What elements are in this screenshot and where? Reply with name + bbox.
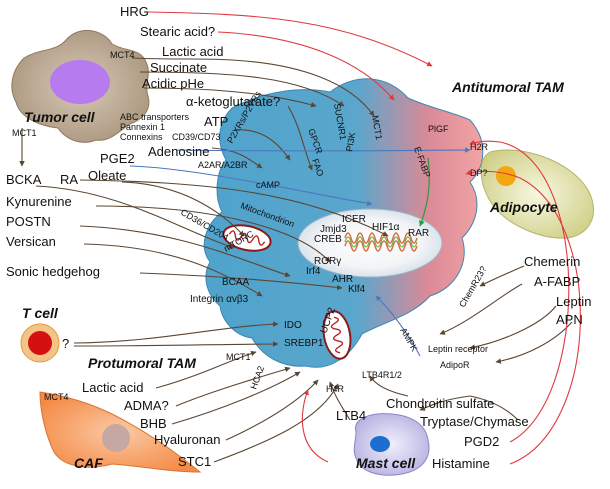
label-apn: APN (556, 312, 583, 327)
label-abc-transporters: ABC transporters (120, 112, 190, 122)
label-oleate: Oleate (88, 168, 126, 183)
tumor-arrows (19, 11, 471, 237)
label-lactic-acid: Lactic acid (162, 44, 223, 59)
label-icer: ICER (342, 214, 366, 225)
label-camp: cAMP (256, 180, 280, 190)
label-chemr23: ChemR23? (457, 265, 488, 309)
label-leptin: Leptin (556, 294, 591, 309)
label-srebp1: SREBP1 (284, 338, 324, 349)
mitochondrion-icon (222, 224, 272, 252)
label-caf-lactic-acid: Lactic acid (82, 380, 143, 395)
label-h4r: H4R (326, 384, 345, 394)
label-bcka: BCKA (6, 172, 42, 187)
mitochondrion-ucp2-icon (322, 310, 352, 360)
mast-arrows (328, 375, 519, 421)
label-creb: CREB (314, 234, 342, 245)
stroma-arrows (35, 179, 389, 347)
label-adenosine: Adenosine (148, 144, 209, 159)
label-t-cell-unknown: ? (62, 336, 69, 351)
label-bcaa: BCAA (222, 277, 250, 288)
label-pge2: PGE2 (100, 151, 135, 166)
label-mct1-tumor: MCT1 (12, 128, 37, 138)
caf-arrows (155, 350, 339, 463)
label-caf-mct4: MCT4 (44, 392, 69, 402)
chromatin-strand (344, 236, 418, 248)
label-pi3k: PI3K (344, 131, 357, 152)
label-sonic-hedgehog: Sonic hedgehog (6, 264, 100, 279)
label-caf-hyaluronan: Hyaluronan (154, 432, 221, 447)
mast-cell-body (353, 413, 430, 476)
label-kynurenine: Kynurenine (6, 194, 72, 209)
label-stearic-acid: Stearic acid? (140, 24, 215, 39)
ampk-arrow (375, 295, 421, 357)
label-adipor: AdipoR (440, 360, 470, 370)
label-acidic-phe: Acidic pHe (142, 76, 204, 91)
label-atp: ATP (204, 114, 228, 129)
label-pgd2: PGD2 (464, 434, 499, 449)
label-mct1-lower: MCT1 (226, 352, 251, 362)
label-versican: Versican (6, 234, 56, 249)
red-arrows (301, 139, 581, 465)
label-chondroitin-sulfate: Chondroitin sulfate (386, 396, 494, 411)
label-plgf: PlGF (428, 124, 449, 134)
caf-title: CAF (74, 455, 103, 471)
t-cell-title: T cell (22, 305, 59, 321)
label-klf4: Klf4 (348, 284, 366, 295)
label-jmjd3: Jmjd3 (320, 224, 347, 235)
adipocyte-title: Adipocyte (489, 199, 558, 215)
label-ahr: AHR (332, 274, 353, 285)
chromatin-icon (344, 232, 418, 252)
label-a-fabp: A-FABP (534, 274, 580, 289)
t-cell-nucleus (28, 331, 52, 355)
label-caf-bhb: BHB (140, 416, 167, 431)
protumoral-tam-title: Protumoral TAM (88, 355, 196, 371)
label-h2r: H2R (470, 142, 489, 152)
label-rar: RAR (408, 228, 429, 239)
label-hif1a: HIF1α (372, 222, 400, 233)
label-mct1-receptor: MCT1 (370, 115, 384, 141)
label-cd39-cd73: CD39/CD73 (172, 132, 221, 142)
label-ampk: AMPK (398, 326, 419, 353)
tumor-cell-title: Tumor cell (24, 109, 96, 125)
adipocyte-body (480, 149, 594, 239)
label-dp: DP? (470, 168, 488, 178)
label-ltb4: LTB4 (336, 408, 366, 423)
label-ra: RA (60, 172, 78, 187)
adipocyte-lipid-dot (496, 166, 516, 186)
e-fabp-arrow (419, 157, 430, 227)
label-caf-adma: ADMA? (124, 398, 169, 413)
label-leptin-receptor: Leptin receptor (428, 344, 488, 354)
label-hca2: HCA2 (248, 365, 266, 391)
antitumoral-tam-title: Antitumoral TAM (451, 79, 564, 95)
label-connexins: Connexins (120, 132, 163, 142)
label-chemerin: Chemerin (524, 254, 580, 269)
label-ltb4r: LTB4R1/2 (362, 370, 402, 380)
label-caf-stc1: STC1 (178, 454, 211, 469)
label-integrin: Integrin αvβ3 (190, 294, 249, 305)
tumor-nucleus (50, 60, 110, 104)
label-hrg: HRG (120, 4, 149, 19)
label-ido: IDO (284, 320, 302, 331)
label-postn: POSTN (6, 214, 51, 229)
caf-nucleus (102, 424, 130, 452)
label-irf4: Irf4 (306, 266, 321, 277)
label-mct4: MCT4 (110, 50, 135, 60)
label-succinate: Succinate (150, 60, 207, 75)
mast-cell-nucleus (370, 436, 390, 452)
label-pannexin-1: Pannexin 1 (120, 122, 165, 132)
label-tryptase-chymase: Tryptase/Chymase (420, 414, 529, 429)
label-a2ar-a2br: A2AR/A2BR (198, 160, 248, 170)
mast-cell-title: Mast cell (356, 455, 416, 471)
label-rorg: RORγ (314, 256, 341, 267)
label-a-ketoglutarate: α-ketoglutarate? (186, 94, 280, 109)
label-histamine: Histamine (432, 456, 490, 471)
